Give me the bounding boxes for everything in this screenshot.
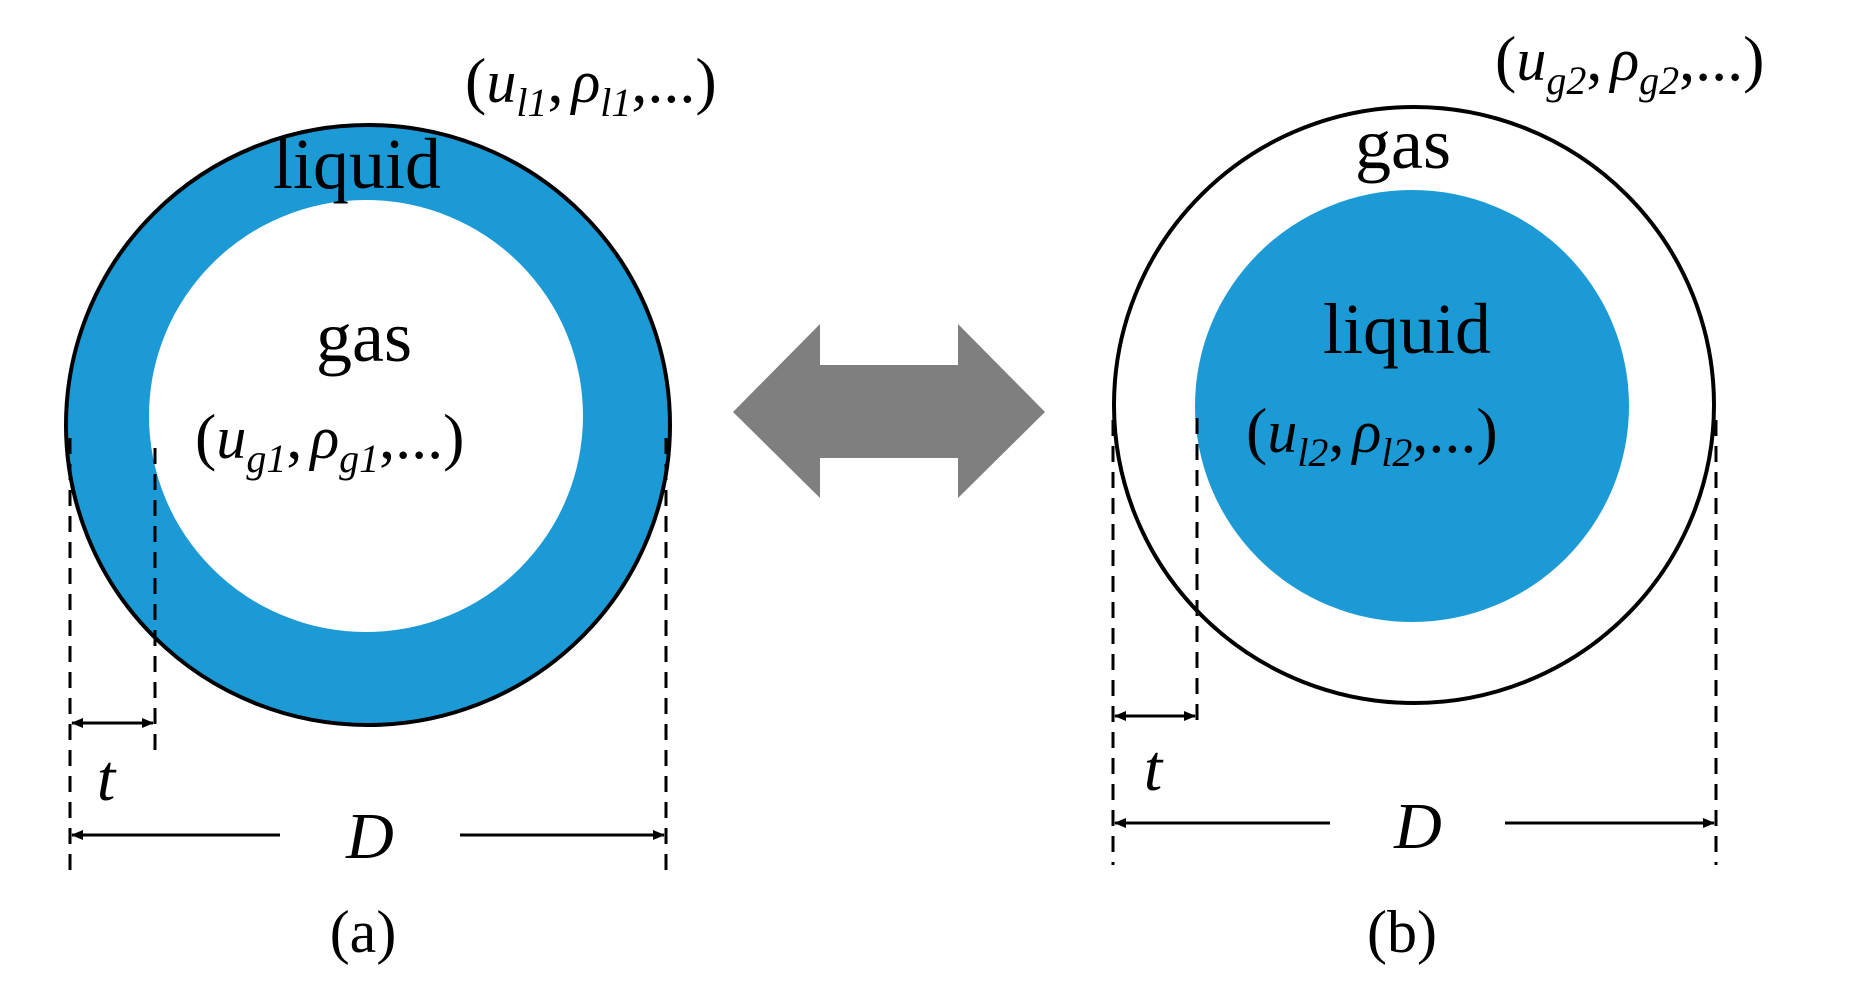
panel-b-thickness-label: t: [1144, 732, 1164, 805]
panel-b-inner-circle: [1195, 190, 1629, 622]
panel-a-diameter-label: D: [345, 800, 394, 873]
panel-a-thickness-label: t: [97, 742, 117, 815]
panel-b-inner-props: (ul2,ρl2,...): [1246, 395, 1498, 475]
panel-a-inner-props: (ug1,ρg1,...): [195, 401, 464, 481]
panel-a-outer-label: liquid: [273, 124, 441, 204]
panel-a-caption: (a): [330, 899, 397, 965]
panel-b-diameter-label: D: [1393, 790, 1442, 863]
panel-b: gas liquid (ug2,ρg2,...) (ul2,ρl2,...) t…: [1111, 23, 1764, 965]
panel-b-outer-props: (ug2,ρg2,...): [1495, 23, 1764, 103]
panel-a: liquid gas (ul1,ρl1,...) (ug1,ρg1,...) t…: [64, 45, 717, 965]
panel-a-inner-label: gas: [316, 297, 412, 377]
panel-b-inner-label: liquid: [1323, 289, 1491, 369]
panel-a-outer-props: (ul1,ρl1,...): [465, 45, 717, 125]
panel-b-caption: (b): [1367, 899, 1437, 965]
double-arrow-icon: [733, 324, 1045, 498]
panel-a-inner-circle: [149, 200, 583, 632]
panel-b-outer-label: gas: [1355, 104, 1451, 184]
